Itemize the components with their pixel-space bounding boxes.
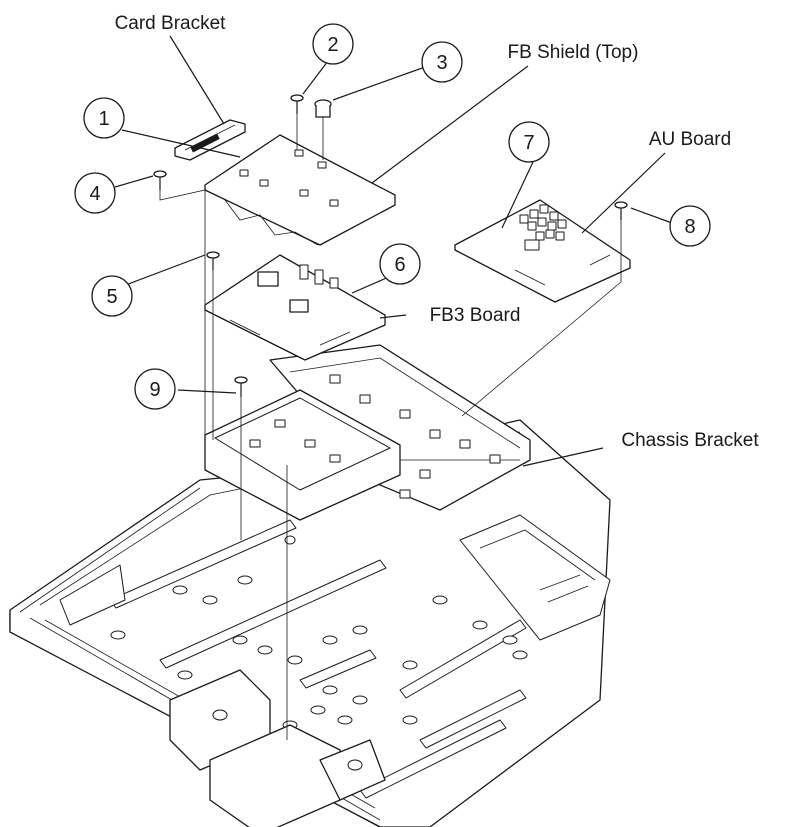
label-au-board: AU Board xyxy=(649,129,731,150)
screw-5 xyxy=(206,251,220,270)
callout-6-number: 6 xyxy=(394,254,405,276)
callout-2: 2 xyxy=(312,23,354,65)
alignment-lines xyxy=(159,114,622,740)
callout-1-number: 1 xyxy=(98,108,109,130)
callout-5-number: 5 xyxy=(106,286,117,308)
au-board-part xyxy=(454,199,631,303)
callout-8-number: 8 xyxy=(684,216,695,238)
callout-4-number: 4 xyxy=(89,183,100,205)
fb-tray xyxy=(204,389,401,545)
callout-9: 9 xyxy=(134,368,176,410)
callout-7-number: 7 xyxy=(523,132,534,154)
callout-5: 5 xyxy=(91,275,133,317)
callout-7: 7 xyxy=(508,121,550,163)
callout-8: 8 xyxy=(669,205,711,247)
label-chassis-bracket: Chassis Bracket xyxy=(621,430,759,451)
screw-3 xyxy=(314,99,332,118)
callout-1: 1 xyxy=(83,97,125,139)
callout-6: 6 xyxy=(379,243,421,285)
base-chassis xyxy=(9,419,611,827)
callout-3-number: 3 xyxy=(436,52,447,74)
card-bracket-part xyxy=(174,119,246,161)
screw-4 xyxy=(153,170,167,190)
label-fb3-board: FB3 Board xyxy=(430,305,521,326)
callout-9-number: 9 xyxy=(149,379,160,401)
label-fb-shield-top: FB Shield (Top) xyxy=(508,42,639,63)
label-card-bracket: Card Bracket xyxy=(115,13,227,34)
screw-2 xyxy=(290,94,304,114)
screw-9 xyxy=(234,376,248,397)
callout-2-number: 2 xyxy=(327,34,338,56)
callout-3: 3 xyxy=(421,41,463,83)
screw-8 xyxy=(614,201,628,220)
leader-lines xyxy=(114,35,673,467)
fb3-board-part xyxy=(204,254,386,361)
callout-4: 4 xyxy=(74,172,116,214)
fb-shield-top-part xyxy=(204,134,396,246)
